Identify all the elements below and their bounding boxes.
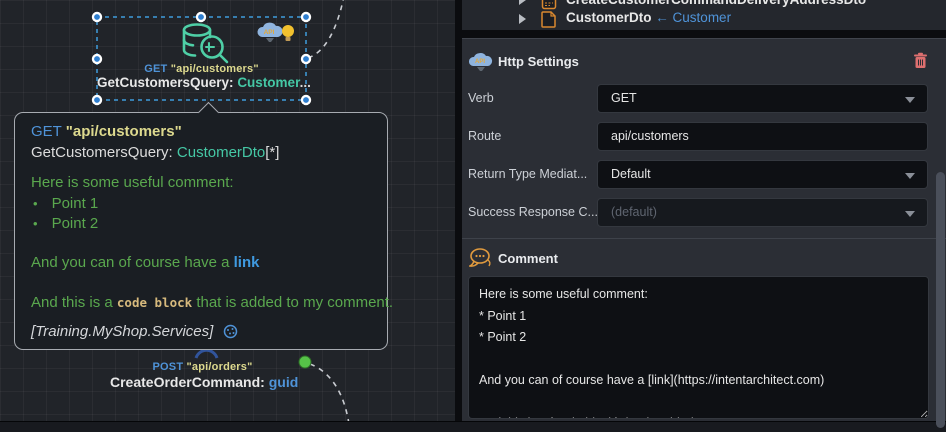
section-divider [462, 238, 946, 239]
dto-file-icon [541, 0, 557, 10]
tree-row-create-customer-dto[interactable]: CreateCustomerCommandDeliveryAddressDto [462, 0, 946, 11]
properties-panel: API Http Settings Verb GET Route api/cus… [462, 38, 946, 421]
tooltip-bullet-1: Point 1 [33, 195, 99, 212]
tooltip-comment-heading: Here is some useful comment: [31, 174, 234, 191]
tooltip-notch [197, 101, 220, 124]
tooltip-code: code block [116, 295, 193, 310]
tooltip-type: CustomerDto [176, 144, 266, 161]
get-node-header[interactable]: GET "api/customers" [97, 63, 306, 75]
verb-label: Verb [468, 91, 494, 105]
verb-select[interactable]: GET [597, 84, 928, 113]
mapping-arrow-icon: ← [655, 10, 669, 25]
return-type-mediatype-select[interactable]: Default [597, 160, 928, 189]
tooltip-link-prefix: And you can of course have a [31, 254, 234, 271]
tooltip-code-prefix: And this is a [31, 294, 117, 311]
field-row-route: Route api/customers [462, 122, 946, 151]
comment-textarea[interactable]: Here is some useful comment: * Point 1 *… [468, 276, 929, 419]
tooltip-link[interactable]: link [233, 254, 260, 271]
api-cloud-badge: API [257, 22, 283, 42]
expand-caret-icon[interactable] [519, 0, 526, 5]
get-node-ellipsis: ... [299, 75, 311, 90]
get-node-verb: GET [144, 63, 168, 75]
hidden-node-icon-arc [194, 348, 219, 359]
field-row-return-type-mediatype: Return Type Mediat... Default [462, 160, 946, 189]
get-node-name: GetCustomersQuery: [97, 75, 234, 90]
field-row-verb: Verb GET [462, 84, 946, 113]
post-node-name: CreateOrderCommand: [110, 374, 265, 390]
comment-icon [469, 248, 491, 267]
post-node-header[interactable]: POST "api/orders" [110, 361, 295, 373]
get-node-title[interactable]: GetCustomersQuery: Customer... [97, 75, 311, 90]
globe-icon [224, 324, 238, 339]
tooltip-verb: GET [31, 123, 62, 140]
field-row-success-response-code: Success Response C... (default) [462, 198, 946, 227]
dto-tree: CreateCustomerCommandDeliveryAddressDto … [462, 0, 946, 30]
chevron-down-icon [905, 173, 915, 179]
post-node-verb: POST [152, 361, 184, 373]
tooltip-bullet-2: Point 2 [33, 215, 99, 232]
route-input[interactable]: api/customers [597, 122, 928, 151]
database-search-icon [182, 23, 229, 64]
success-response-code-label: Success Response C... [468, 205, 598, 219]
tree-row-customer-dto[interactable]: CustomerDto ← Customer [462, 9, 946, 29]
svg-text:API: API [475, 59, 485, 65]
delete-stereotype-button[interactable] [913, 52, 928, 69]
svg-text:API: API [264, 29, 275, 36]
return-type-mediatype-label: Return Type Mediat... [468, 167, 588, 181]
http-settings-title: Http Settings [498, 54, 579, 69]
tooltip-name: GetCustomersQuery: [31, 144, 173, 161]
lightbulb-icon [282, 25, 294, 41]
http-settings-cloud-icon: API [469, 53, 493, 71]
node-tooltip: GET "api/customers" GetCustomersQuery: C… [14, 101, 393, 350]
diagram-canvas[interactable]: API GET "api/customers" GetCustomersQuer… [0, 0, 455, 421]
get-node-route: "api/customers" [170, 63, 259, 75]
tree-label: CustomerDto ← Customer [566, 10, 732, 25]
post-node-route: "api/orders" [186, 361, 253, 373]
tree-label: CreateCustomerCommandDeliveryAddressDto [566, 0, 866, 7]
get-node-type: Customer [237, 75, 300, 90]
post-node-title[interactable]: CreateOrderCommand: guid [110, 374, 298, 390]
selection-handles[interactable] [91, 11, 312, 106]
tooltip-route: "api/customers" [65, 123, 182, 140]
association-line-bottom [309, 363, 350, 421]
route-label: Route [468, 129, 502, 143]
tooltip-code-suffix: that is added to my comment. [196, 294, 394, 311]
success-response-code-select[interactable]: (default) [597, 198, 928, 227]
tree-mapped-element[interactable]: Customer [672, 10, 732, 25]
chevron-down-icon [905, 97, 915, 103]
connection-port[interactable] [298, 355, 312, 369]
panel-scrollbar-thumb[interactable] [936, 172, 945, 428]
expand-caret-icon[interactable] [519, 14, 526, 24]
post-node-type: guid [268, 374, 299, 390]
dto-file-icon [541, 11, 556, 28]
tooltip-type-suffix: [*] [265, 144, 280, 161]
status-bar [0, 421, 946, 432]
tooltip-package: [Training.MyShop.Services] [31, 323, 214, 340]
association-line-top [307, 0, 344, 59]
comment-title: Comment [498, 251, 558, 266]
chevron-down-icon [905, 211, 915, 217]
